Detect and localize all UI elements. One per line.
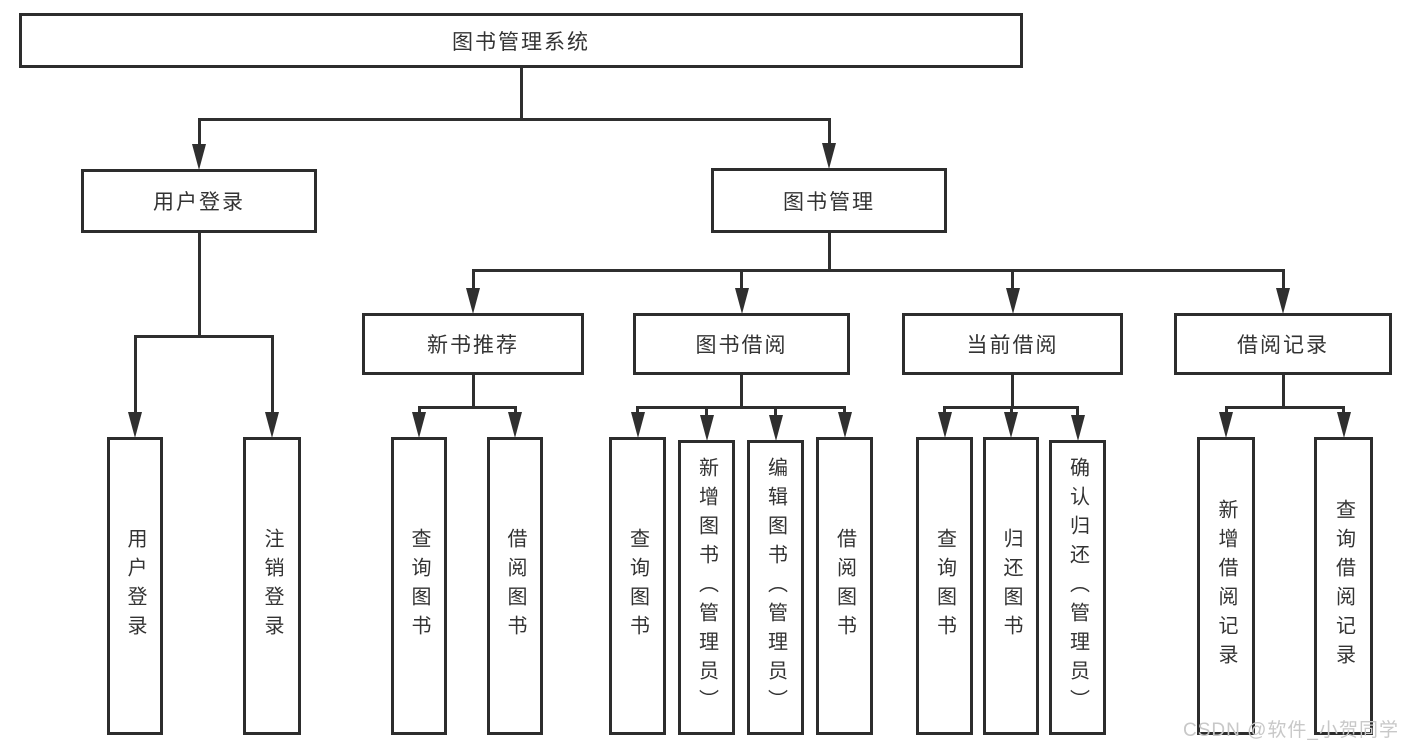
arrow-down-icon	[508, 412, 522, 438]
node-new-book-rec: 新书推荐	[362, 313, 584, 375]
connector-stem-borrow-record	[1281, 375, 1285, 409]
connector-stem-book-mgmt	[827, 233, 831, 272]
node-label: 借阅图书	[833, 528, 856, 644]
connector-stem-new-book-rec	[471, 375, 475, 409]
node-label: 新增图书（管理员）	[695, 457, 718, 718]
arrow-down-icon	[1276, 288, 1290, 314]
connector-stem-user-login	[197, 233, 201, 338]
connector-drop-current-borrow	[1011, 270, 1014, 289]
connector-drop-leaf-user-login	[133, 336, 137, 413]
connector-bus-new-book-rec	[417, 405, 517, 409]
node-leaf-edit-book: 编辑图书（管理员）	[747, 440, 804, 735]
connector-drop-user-login	[197, 119, 201, 145]
connector-drop-leaf-query-book-1	[417, 407, 421, 413]
arrow-down-icon	[837, 412, 852, 438]
node-label: 查询图书	[408, 528, 430, 644]
node-label: 用户登录	[124, 528, 146, 644]
arrow-down-icon	[265, 412, 279, 438]
arrow-down-icon	[128, 412, 142, 438]
node-label: 用户登录	[153, 191, 245, 214]
arrow-down-icon	[192, 144, 206, 170]
node-label: 图书借阅	[695, 334, 788, 357]
node-leaf-add-record: 新增借阅记录	[1197, 437, 1255, 735]
connector-stem-current-borrow	[1011, 375, 1014, 409]
arrow-down-icon	[937, 412, 952, 438]
arrow-down-icon	[1336, 412, 1351, 438]
node-label: 图书管理	[783, 190, 875, 214]
node-label: 图书管理系统	[452, 30, 590, 54]
connector-drop-borrow-record	[1281, 270, 1285, 289]
node-label: 查询借阅记录	[1332, 499, 1355, 673]
node-label: 新增借阅记录	[1215, 499, 1237, 673]
arrow-down-icon	[1219, 412, 1233, 438]
node-leaf-user-login: 用户登录	[107, 437, 163, 735]
node-label: 新书推荐	[427, 334, 519, 357]
connector-bus-book-borrow	[636, 405, 846, 409]
node-label: 归还图书	[1000, 528, 1022, 644]
node-label: 当前借阅	[966, 334, 1059, 357]
arrow-down-icon	[466, 288, 480, 314]
node-current-borrow: 当前借阅	[902, 313, 1123, 375]
arrow-down-icon	[630, 412, 645, 438]
connector-bus-root	[197, 117, 831, 121]
connector-drop-leaf-logout	[270, 336, 274, 413]
node-label: 注销登录	[261, 528, 283, 644]
connector-bus-book-mgmt	[471, 268, 1285, 272]
node-leaf-query-book-1: 查询图书	[391, 437, 447, 735]
connector-drop-leaf-query-record	[1342, 407, 1345, 413]
node-label: 确认归还（管理员）	[1066, 457, 1089, 718]
node-leaf-return-book: 归还图书	[983, 437, 1039, 735]
arrow-down-icon	[412, 412, 426, 438]
arrow-down-icon	[1070, 415, 1085, 441]
connector-drop-leaf-return-book	[1009, 407, 1013, 413]
node-label: 借阅图书	[504, 528, 526, 644]
node-borrow-record: 借阅记录	[1174, 313, 1392, 375]
arrow-down-icon	[1004, 412, 1018, 438]
node-user-login: 用户登录	[81, 169, 317, 233]
node-leaf-query-book-3: 查询图书	[916, 437, 973, 735]
csdn-watermark: CSDN @软件_小贺同学	[1183, 720, 1399, 741]
node-label: 查询图书	[933, 528, 956, 644]
node-leaf-query-record: 查询借阅记录	[1314, 437, 1373, 735]
connector-bus-borrow-record	[1224, 405, 1345, 409]
node-label: 编辑图书（管理员）	[764, 457, 787, 718]
node-leaf-confirm-return: 确认归还（管理员）	[1049, 440, 1106, 735]
connector-drop-leaf-confirm-return	[1076, 407, 1079, 416]
node-book-mgmt: 图书管理	[711, 168, 947, 233]
connector-drop-book-borrow	[740, 270, 743, 289]
node-root: 图书管理系统	[19, 13, 1023, 68]
connector-stem-root	[519, 68, 523, 121]
connector-drop-leaf-query-book-3	[943, 407, 946, 413]
node-leaf-borrow-book-1: 借阅图书	[487, 437, 543, 735]
node-label: 查询图书	[626, 528, 649, 644]
connector-bus-user-login	[133, 334, 274, 338]
node-leaf-logout: 注销登录	[243, 437, 301, 735]
node-leaf-borrow-book-2: 借阅图书	[816, 437, 873, 735]
node-book-borrow: 图书借阅	[633, 313, 850, 375]
connector-drop-leaf-borrow-book-1	[513, 407, 517, 413]
node-leaf-add-book: 新增图书（管理员）	[678, 440, 735, 735]
connector-drop-leaf-add-book	[705, 407, 708, 416]
connector-drop-leaf-borrow-book-2	[843, 407, 846, 413]
arrow-down-icon	[822, 143, 836, 169]
connector-drop-leaf-add-record	[1224, 407, 1228, 413]
node-leaf-query-book-2: 查询图书	[609, 437, 666, 735]
arrow-down-icon	[768, 415, 783, 441]
connector-drop-new-book-rec	[471, 270, 475, 289]
connector-drop-leaf-query-book-2	[636, 407, 639, 413]
connector-stem-book-borrow	[740, 375, 743, 409]
arrow-down-icon	[734, 288, 749, 314]
connector-drop-book-mgmt	[827, 119, 831, 144]
connector-drop-leaf-edit-book	[774, 407, 777, 416]
node-label: 借阅记录	[1237, 334, 1329, 357]
arrow-down-icon	[1005, 288, 1020, 314]
arrow-down-icon	[699, 415, 714, 441]
